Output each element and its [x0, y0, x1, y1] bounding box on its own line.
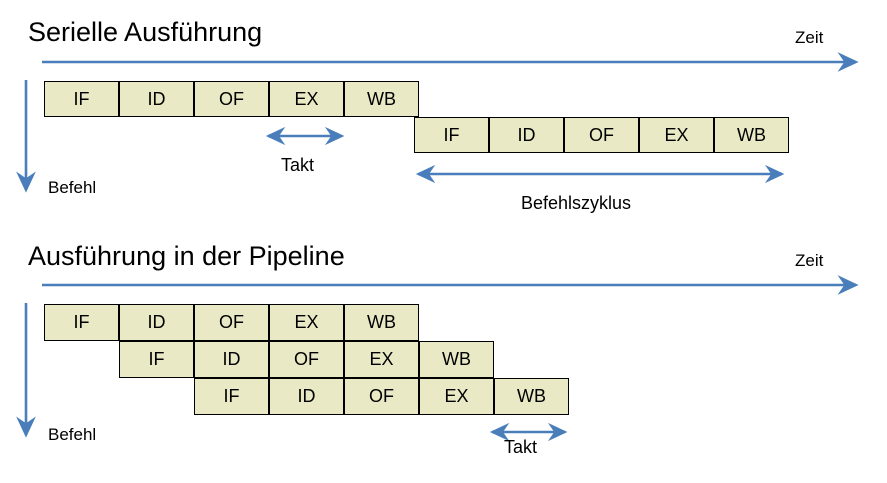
serial-row1-cell-id[interactable]: ID	[489, 117, 564, 153]
pipeline-row2-cell-id[interactable]: ID	[269, 378, 344, 415]
pipeline-row2-cell-if[interactable]: IF	[194, 378, 269, 415]
pipeline-section-title: Ausführung in der Pipeline	[28, 241, 345, 271]
pipeline-row0-cell-id[interactable]: ID	[119, 304, 194, 341]
serial-section-title: Serielle Ausführung	[28, 17, 263, 47]
serial-row0-cell-of[interactable]: OF	[194, 81, 269, 117]
serial-row1-cell-wb[interactable]: WB	[714, 117, 789, 153]
serial-instruction-axis-label: Befehl	[48, 178, 97, 197]
serial-row0-cell-ex[interactable]: EX	[269, 81, 344, 117]
serial-takt-label: Takt	[281, 155, 315, 175]
serial-befehlszyklus-label: Befehlszyklus	[521, 193, 632, 213]
pipeline-row0-cell-wb[interactable]: WB	[344, 304, 419, 341]
pipeline-time-axis-label: Zeit	[795, 251, 824, 270]
serial-row1-cell-ex[interactable]: EX	[639, 117, 714, 153]
pipeline-row1-cell-ex[interactable]: EX	[344, 341, 419, 378]
pipeline-row2-cell-ex[interactable]: EX	[419, 378, 494, 415]
pipeline-row0-cell-of[interactable]: OF	[194, 304, 269, 341]
serial-row1-cell-if[interactable]: IF	[414, 117, 489, 153]
pipeline-row2-cell-of[interactable]: OF	[344, 378, 419, 415]
serial-row1-cell-of[interactable]: OF	[564, 117, 639, 153]
pipeline-row2-cell-wb[interactable]: WB	[494, 378, 569, 415]
pipeline-instruction-axis-label: Befehl	[48, 425, 97, 444]
serial-row0-cell-wb[interactable]: WB	[344, 81, 419, 117]
pipeline-row1-cell-of[interactable]: OF	[269, 341, 344, 378]
pipeline-row1-cell-wb[interactable]: WB	[419, 341, 494, 378]
serial-time-axis-label: Zeit	[795, 28, 824, 47]
pipeline-row1-cell-id[interactable]: ID	[194, 341, 269, 378]
pipeline-takt-label: Takt	[504, 437, 538, 457]
serial-row0-cell-id[interactable]: ID	[119, 81, 194, 117]
pipeline-row0-cell-ex[interactable]: EX	[269, 304, 344, 341]
pipeline-row0-cell-if[interactable]: IF	[44, 304, 119, 341]
pipeline-row1-cell-if[interactable]: IF	[119, 341, 194, 378]
serial-row0-cell-if[interactable]: IF	[44, 81, 119, 117]
